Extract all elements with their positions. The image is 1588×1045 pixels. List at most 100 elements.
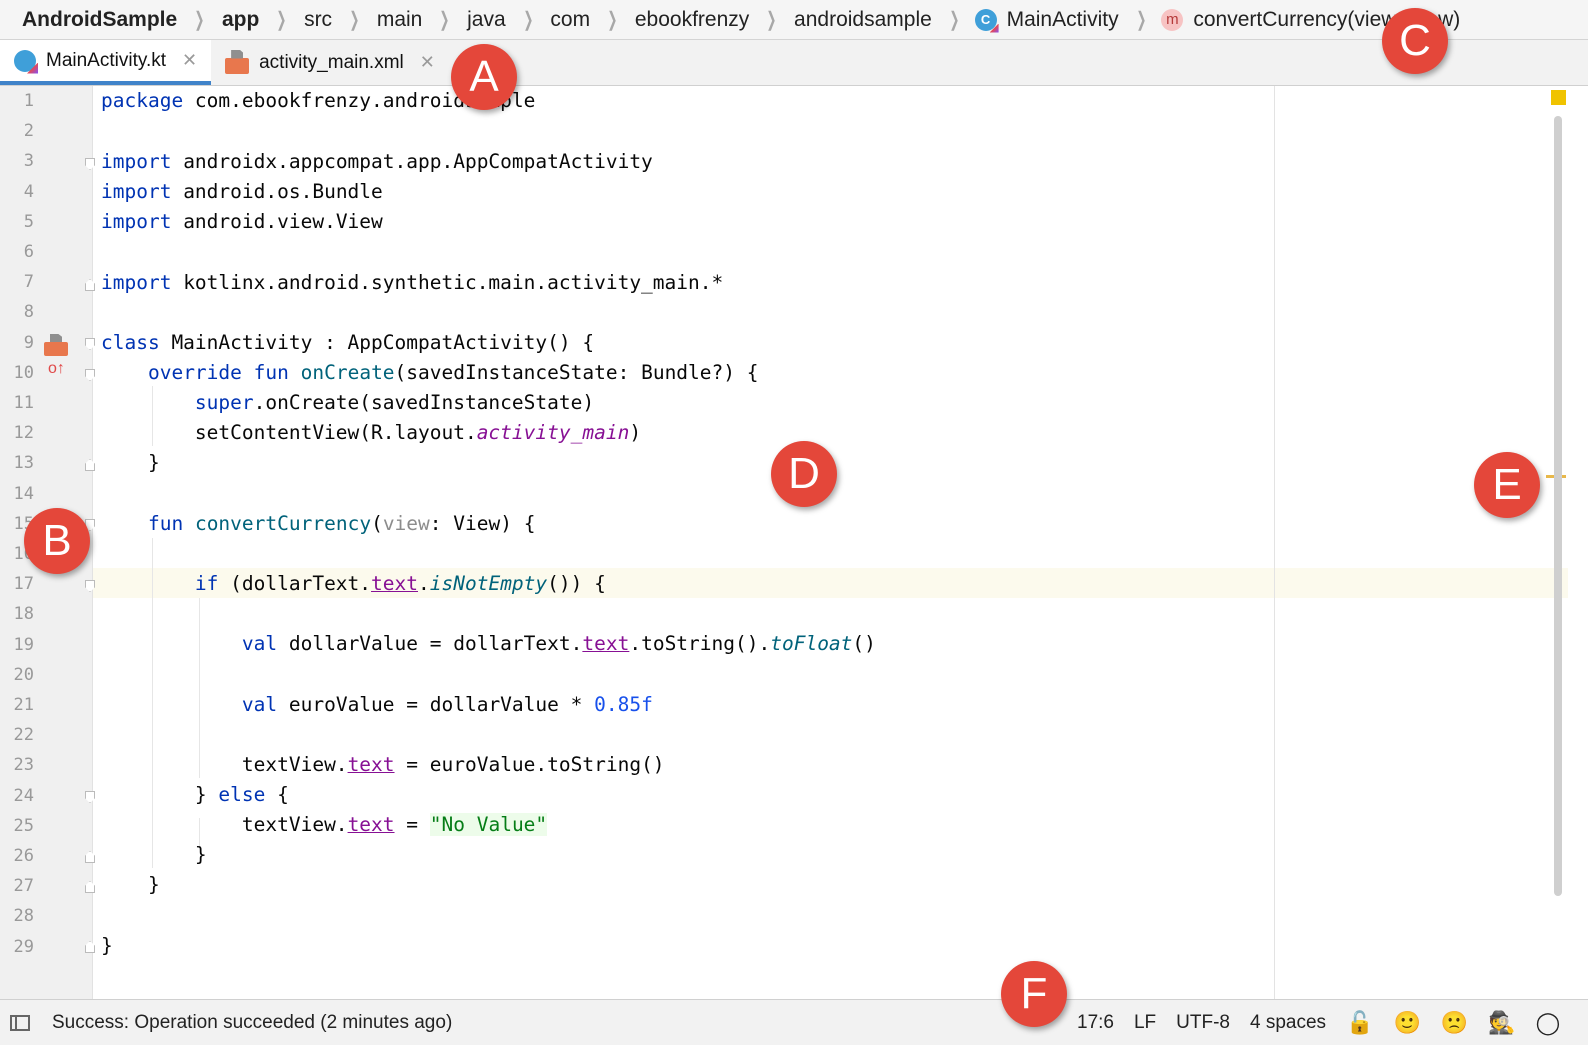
status-bar: Success: Operation succeeded (2 minutes … — [0, 999, 1588, 1045]
source-code[interactable]: package com.ebookfrenzy.androidsample im… — [101, 86, 876, 957]
code-line: import android.view.View — [101, 210, 383, 233]
override-method-icon[interactable]: o↑ — [48, 360, 65, 377]
method-icon: m — [1161, 8, 1184, 31]
xml-layout-icon — [225, 57, 250, 74]
vertical-scrollbar[interactable] — [1554, 116, 1562, 896]
chevron-right-icon: ❯ — [607, 9, 618, 31]
line-separator[interactable]: LF — [1133, 1011, 1157, 1033]
fold-marker-icon[interactable] — [85, 338, 95, 350]
tab-label: activity_main.xml — [259, 51, 404, 73]
chevron-right-icon: ❯ — [194, 9, 205, 31]
chevron-right-icon: ❯ — [949, 9, 960, 31]
status-message[interactable]: Success: Operation succeeded (2 minutes … — [52, 1011, 453, 1033]
caret-position[interactable]: 17:6 — [1077, 1011, 1114, 1033]
warning-indicator-icon[interactable] — [1551, 90, 1566, 105]
breadcrumb-com[interactable]: com — [550, 7, 591, 31]
code-line: fun convertCurrency(view: View) { — [147, 512, 536, 535]
tab-label: MainActivity.kt — [46, 49, 167, 71]
indent-guide — [152, 538, 153, 868]
kotlin-class-icon: C — [974, 8, 997, 31]
fold-marker-icon[interactable] — [85, 279, 95, 291]
line-number: 27 — [13, 876, 34, 897]
file-encoding[interactable]: UTF-8 — [1176, 1011, 1230, 1033]
code-line: } — [101, 934, 113, 957]
right-margin-guide — [1274, 86, 1275, 999]
line-number: 24 — [13, 785, 34, 806]
fold-marker-icon[interactable] — [85, 369, 95, 381]
chevron-right-icon: ❯ — [1135, 9, 1147, 31]
line-number: 4 — [23, 181, 34, 202]
breadcrumb-module[interactable]: app — [221, 7, 260, 31]
line-number: 1 — [23, 91, 34, 111]
line-number: 8 — [23, 302, 34, 323]
indent-guide — [199, 598, 200, 778]
fold-marker-icon[interactable] — [85, 851, 95, 863]
line-number: 10 — [13, 362, 34, 383]
indent-guide — [199, 818, 200, 848]
line-number: 21 — [13, 695, 34, 715]
code-line: override fun onCreate(savedInstanceState… — [147, 361, 759, 384]
indent-setting[interactable]: 4 spaces — [1250, 1011, 1327, 1033]
fold-marker-icon[interactable] — [85, 459, 95, 471]
line-number: 2 — [23, 121, 34, 142]
callout-b: B — [24, 508, 90, 574]
line-number: 3 — [23, 151, 34, 172]
code-line: } else { — [194, 783, 289, 806]
breadcrumb-package[interactable]: androidsample — [794, 7, 932, 31]
callout-e: E — [1474, 452, 1540, 518]
line-number: 20 — [13, 664, 34, 685]
fold-marker-icon[interactable] — [85, 881, 95, 893]
xml-layout-icon[interactable] — [44, 342, 68, 356]
code-line: class MainActivity : AppCompatActivity()… — [101, 331, 595, 354]
kotlin-file-icon — [14, 49, 36, 72]
code-line: if (dollarText.text.isNotEmpty()) { — [194, 572, 606, 595]
line-number: 17 — [13, 574, 34, 595]
fold-marker-icon[interactable] — [85, 941, 95, 953]
line-number: 22 — [13, 725, 34, 746]
editor-tab-bar: MainActivity.kt ✕ activity_main.xml ✕ — [0, 40, 1588, 86]
code-line: super.onCreate(savedInstanceState) — [194, 391, 595, 414]
breadcrumb-project[interactable]: AndroidSample — [22, 7, 178, 31]
fold-marker-icon[interactable] — [85, 791, 95, 803]
breadcrumb-ebookfrenzy[interactable]: ebookfrenzy — [634, 7, 750, 31]
lock-icon[interactable]: 🔓 — [1346, 1009, 1374, 1035]
line-number: 7 — [23, 272, 34, 293]
tool-window-toggle-icon[interactable] — [10, 1014, 30, 1031]
callout-a: A — [451, 44, 517, 110]
line-number: 26 — [13, 846, 34, 866]
code-line: textView.text = "No Value" — [241, 813, 548, 836]
chevron-right-icon: ❯ — [439, 9, 450, 31]
line-number: 9 — [23, 332, 34, 353]
line-number: 14 — [13, 483, 34, 504]
memory-indicator-icon[interactable]: ◯ — [1535, 1009, 1561, 1035]
line-number: 18 — [13, 604, 34, 625]
line-number: 28 — [13, 906, 34, 927]
breadcrumb-main[interactable]: main — [376, 7, 423, 31]
tab-activity-main-xml[interactable]: activity_main.xml ✕ — [211, 40, 449, 85]
fold-marker-icon[interactable] — [85, 580, 95, 592]
callout-f: F — [1001, 961, 1067, 1027]
happy-feedback-icon[interactable]: 🙂 — [1393, 1009, 1421, 1035]
line-number: 13 — [13, 453, 34, 474]
breadcrumb-src[interactable]: src — [304, 7, 333, 31]
code-line: val dollarValue = dollarText.text.toStri… — [241, 632, 876, 655]
sad-feedback-icon[interactable]: 🙁 — [1440, 1009, 1469, 1035]
inspector-icon[interactable]: 🕵 — [1488, 1009, 1516, 1035]
breadcrumb-java[interactable]: java — [467, 7, 506, 31]
code-line: textView.text = euroValue.toString() — [241, 753, 665, 776]
close-icon[interactable]: ✕ — [182, 50, 198, 70]
close-icon[interactable]: ✕ — [419, 52, 435, 72]
navigation-breadcrumb: AndroidSample ❯ app ❯ src ❯ main ❯ java … — [0, 0, 1588, 40]
line-number: 29 — [13, 936, 34, 957]
tab-mainactivity-kt[interactable]: MainActivity.kt ✕ — [0, 40, 212, 85]
line-number: 23 — [13, 755, 34, 776]
chevron-right-icon: ❯ — [766, 9, 777, 31]
fold-marker-icon[interactable] — [85, 158, 95, 170]
chevron-right-icon: ❯ — [349, 9, 360, 31]
line-number: 11 — [13, 393, 34, 413]
callout-c: C — [1382, 8, 1448, 74]
code-line: import androidx.appcompat.app.AppCompatA… — [101, 150, 653, 173]
current-line-highlight — [93, 568, 1568, 598]
